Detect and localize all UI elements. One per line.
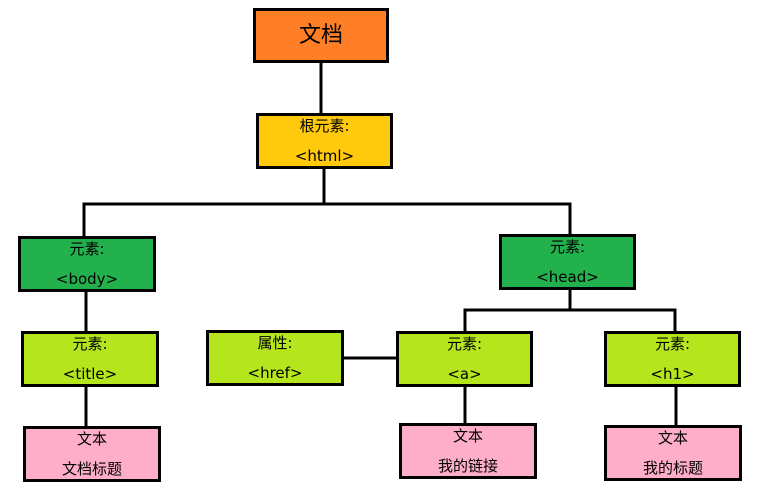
node-body: 元素: <body>: [18, 236, 156, 292]
node-heading-text-type: 文本: [657, 429, 688, 447]
node-html-tag: <html>: [294, 147, 355, 165]
node-title-tag: <title>: [62, 365, 118, 383]
node-a-type: 元素:: [446, 335, 483, 353]
node-heading-text: 文本 我的标题: [604, 425, 742, 481]
node-h1: 元素: <h1>: [604, 331, 741, 387]
node-h1-tag: <h1>: [650, 365, 695, 383]
node-body-tag: <body>: [55, 270, 119, 288]
node-h1-type: 元素:: [654, 335, 691, 353]
node-head: 元素: <head>: [499, 234, 636, 290]
node-heading-text-value: 我的标题: [642, 459, 703, 477]
node-title-type: 元素:: [72, 335, 108, 353]
node-link-text-type: 文本: [452, 427, 483, 445]
node-a-tag: <a>: [447, 365, 482, 383]
node-title-text-type: 文本: [76, 430, 107, 448]
node-document-label: 文档: [298, 22, 343, 48]
node-title-text: 文本 文档标题: [23, 426, 161, 482]
node-head-type: 元素:: [549, 238, 586, 256]
node-title: 元素: <title>: [21, 331, 159, 387]
node-document: 文档: [253, 8, 389, 63]
node-href-type: 属性:: [257, 334, 293, 352]
node-body-type: 元素:: [69, 240, 105, 258]
node-href-tag: <href>: [247, 364, 303, 382]
node-title-text-value: 文档标题: [61, 460, 122, 478]
node-head-tag: <head>: [536, 268, 599, 286]
node-a: 元素: <a>: [396, 331, 533, 387]
node-html: 根元素: <html>: [256, 113, 393, 169]
node-href: 属性: <href>: [206, 330, 344, 386]
node-link-text-value: 我的链接: [437, 457, 498, 475]
node-html-type: 根元素:: [299, 117, 350, 135]
node-link-text: 文本 我的链接: [399, 423, 537, 479]
